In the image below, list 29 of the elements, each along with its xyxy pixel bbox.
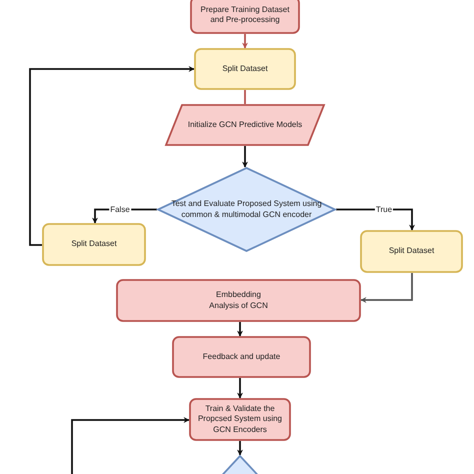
- node-label: Train & Validate the Propcsed System using GCN Encoders: [196, 404, 284, 436]
- node-label: Test and Evaluate Proposed System using common & multimodal GCN encoder: [170, 199, 323, 220]
- node-label: Split Dataset: [71, 239, 117, 250]
- arrow: [237, 441, 243, 456]
- process-box: [360, 230, 463, 273]
- arrow: [237, 322, 243, 337]
- process-box: [116, 279, 361, 322]
- process-box: [172, 336, 311, 378]
- arrow: [237, 378, 243, 399]
- process-box: [194, 48, 296, 90]
- edge-label: False: [109, 206, 131, 214]
- edge-label: True: [374, 206, 394, 214]
- process-box: [42, 223, 146, 266]
- arrow: [242, 146, 248, 168]
- decision-diamond: [157, 167, 336, 252]
- node-label: Split Dataset: [222, 64, 268, 74]
- arrow: [360, 273, 413, 303]
- arrow: [242, 34, 248, 49]
- node-label: Split Dataset: [388, 246, 434, 257]
- input-parallelogram: [165, 104, 325, 146]
- process-box: [190, 0, 300, 34]
- arrow: [71, 417, 190, 474]
- node-label: Feedback and update: [202, 352, 280, 362]
- arrow: [29, 66, 195, 246]
- node-label: Prepare Training Dataset and Pre-processing: [200, 4, 290, 26]
- node-label: Embbedding Analysis of GCN: [208, 290, 269, 311]
- node-label: Initialize GCN Predictive Models: [188, 120, 302, 130]
- arrow: [336, 208, 415, 231]
- process-box: [189, 398, 291, 441]
